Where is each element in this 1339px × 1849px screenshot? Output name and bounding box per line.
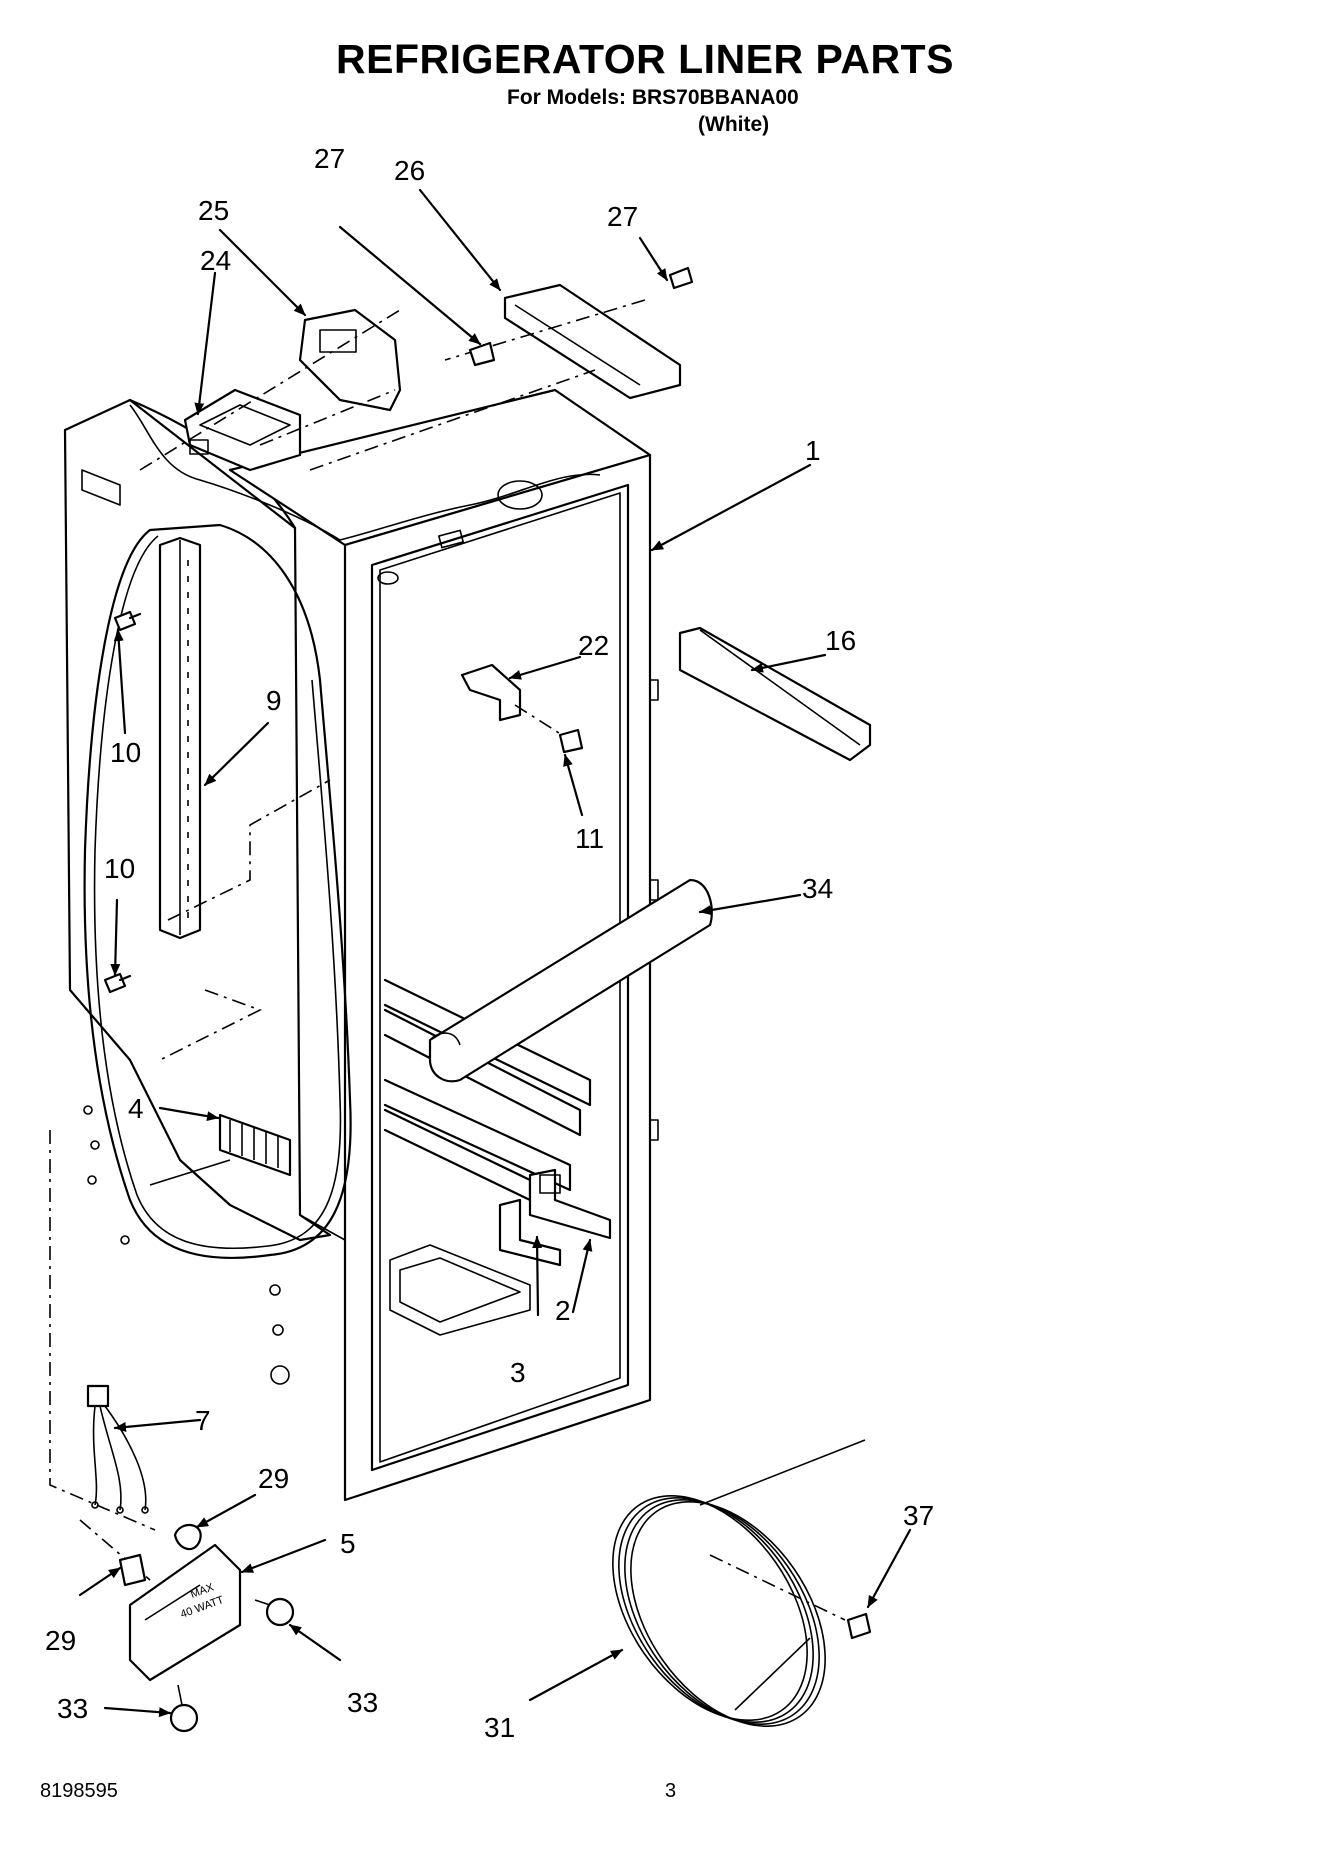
callout-24: 24 (200, 245, 231, 276)
callout-33-left: 33 (57, 1693, 88, 1724)
callout-33-right: 33 (347, 1687, 378, 1718)
callout-31: 31 (484, 1712, 515, 1743)
top-rail-part-26 (503, 283, 682, 400)
vent-grille-part-4 (218, 1113, 292, 1177)
callout-10-lower: 10 (104, 853, 135, 884)
callout-16: 16 (825, 625, 856, 656)
lamp-socket-part-5: MAX 40 WATT (128, 1543, 242, 1682)
callout-27-left: 27 (314, 143, 345, 174)
callout-34: 34 (802, 873, 833, 904)
bracket-part-22 (460, 663, 522, 722)
callout-27-right: 27 (607, 201, 638, 232)
callout-37: 37 (903, 1500, 934, 1531)
callout-25: 25 (198, 195, 229, 226)
callout-4: 4 (128, 1093, 144, 1124)
refrigerator-liner (63, 388, 659, 1502)
document-number: 8198595 (40, 1780, 118, 1802)
leader-arrows (78, 188, 912, 1718)
callout-10-upper: 10 (110, 737, 141, 768)
clip-part-29-upper (173, 1524, 202, 1551)
shelf-rail-part-9 (158, 536, 202, 940)
callout-29-lower: 29 (45, 1625, 76, 1656)
callout-11: 11 (575, 823, 604, 854)
callout-7: 7 (195, 1405, 211, 1436)
screw-part-27-right (668, 266, 694, 290)
screw-part-10-lower (103, 972, 132, 994)
callout-29-upper: 29 (258, 1463, 289, 1494)
screw-part-11 (558, 728, 584, 754)
callout-22: 22 (578, 630, 609, 661)
callout-26: 26 (394, 155, 425, 186)
bulb-part-33-left (169, 1684, 199, 1733)
callout-1: 1 (805, 435, 821, 466)
callout-9: 9 (266, 685, 282, 716)
models-line: For Models: BRS70BBANA00 (507, 86, 799, 109)
bulb-part-33-right (254, 1597, 295, 1627)
control-housing-part-24 (183, 388, 302, 472)
tubing-coil-part-31 (612, 1439, 866, 1728)
callout-5: 5 (340, 1528, 356, 1559)
callout-2: 2 (555, 1295, 571, 1326)
clip-part-29-lower (118, 1553, 147, 1587)
wire-harness-part-7 (86, 1384, 149, 1514)
callout-3: 3 (510, 1357, 526, 1388)
shelf-trim-part-34 (428, 878, 713, 1083)
screw-part-37 (846, 1612, 872, 1640)
crisper-rail-part-16 (678, 626, 872, 762)
color-variant: (White) (698, 113, 770, 136)
control-cover-part-25 (298, 308, 402, 412)
callout-labels: 1 2 3 4 5 7 9 10 10 11 16 22 24 25 26 27… (45, 143, 934, 1743)
page-title: REFRIGERATOR LINER PARTS (336, 36, 954, 82)
screw-part-10-upper (113, 610, 142, 632)
page-number: 3 (665, 1780, 677, 1802)
screw-part-27-left (468, 341, 496, 367)
